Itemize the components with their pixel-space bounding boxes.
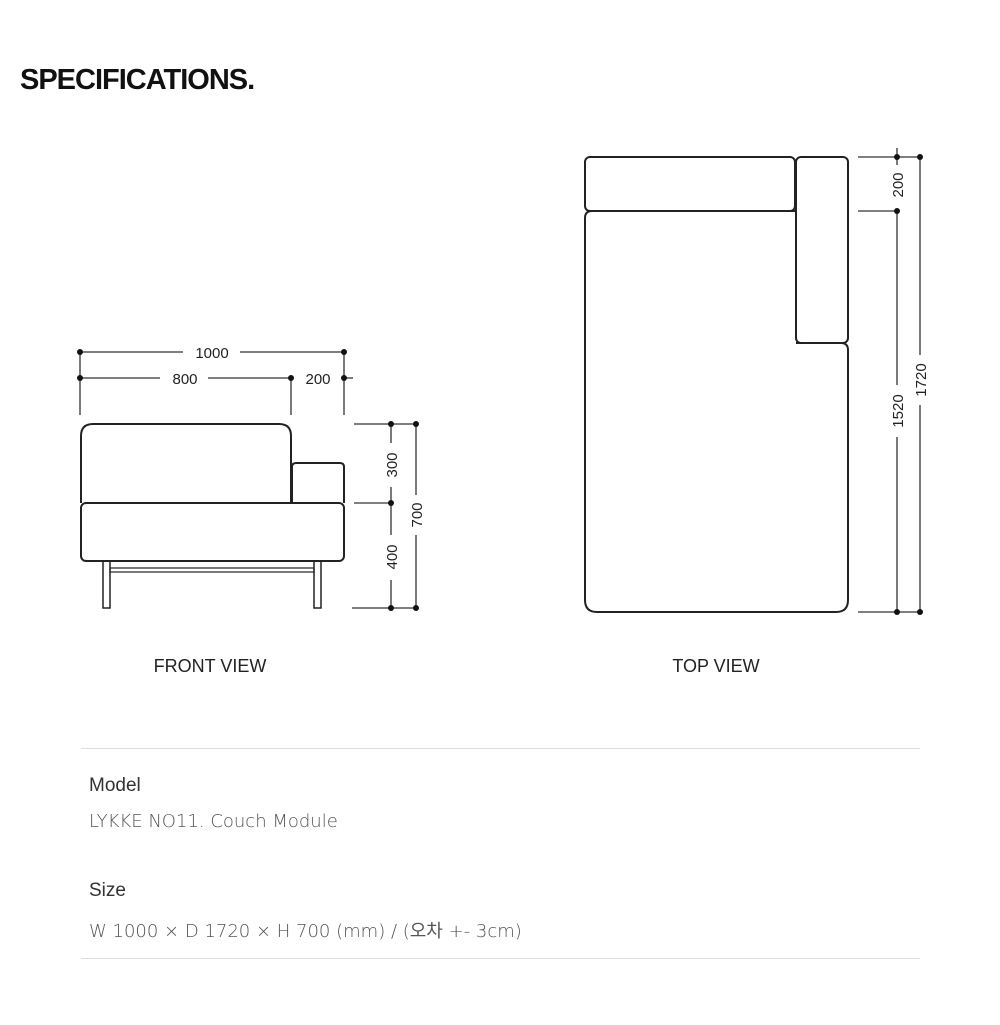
dim-back-depth: 200 — [890, 172, 907, 197]
sofa-back — [80, 423, 292, 503]
dim-total-height: 700 — [409, 502, 426, 527]
dim-total-width: 1000 — [195, 345, 228, 362]
dim-seat-width: 800 — [172, 371, 197, 388]
dim-back-height: 300 — [384, 452, 401, 477]
page-title: SPECIFICATIONS. — [20, 64, 255, 96]
dim-arm-width: 200 — [305, 371, 330, 388]
top-view-dimension-points — [894, 154, 923, 615]
spec-label-size: Size — [89, 880, 126, 901]
sofa-crossbar — [109, 567, 315, 573]
spec-value-model: LYKKE NO11. Couch Module — [89, 811, 338, 832]
sofa-seat — [80, 502, 345, 562]
sofa-leg-right — [313, 560, 322, 609]
top-arm — [795, 156, 849, 344]
sofa-arm — [291, 462, 345, 503]
spec-value-size: W 1000 × D 1720 × H 700 (mm) / (오차 +- 3c… — [89, 921, 522, 942]
top-view-caption: TOP VIEW — [672, 656, 760, 676]
top-view-drawing — [584, 156, 849, 613]
front-view-drawing — [80, 423, 345, 609]
dim-total-depth: 1720 — [913, 363, 930, 396]
divider — [81, 748, 920, 749]
top-seat — [584, 210, 849, 613]
top-view-dimensions — [858, 148, 921, 613]
dim-seat-height: 400 — [384, 544, 401, 569]
front-view-caption: FRONT VIEW — [153, 656, 267, 676]
front-view-dimension-points — [77, 349, 419, 611]
top-back — [584, 156, 796, 212]
spec-label-model: Model — [89, 775, 141, 796]
front-view-dimensions — [79, 351, 417, 609]
dim-seat-depth: 1520 — [890, 394, 907, 427]
sofa-leg-left — [102, 560, 111, 609]
divider — [81, 958, 920, 959]
